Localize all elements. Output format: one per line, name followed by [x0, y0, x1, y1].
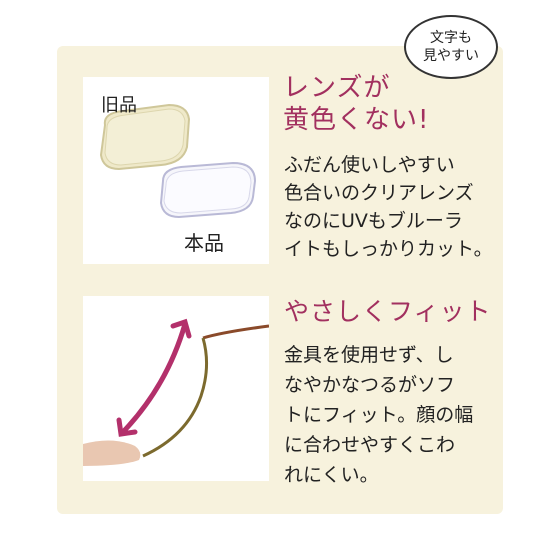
- lens-illustration: [99, 103, 257, 219]
- fit-photo: [83, 296, 269, 481]
- fit-description-line: 金具を使用せず、し: [284, 344, 454, 366]
- flex-arrow-icon: [116, 318, 192, 437]
- speech-bubble: 文字も 見やすい: [404, 15, 498, 79]
- lens-description-line: なのにUVもブルーラ: [284, 210, 463, 232]
- fit-description: 金具を使用せず、し なやかなつるがソフ トにフィット。顔の幅 に合わせやすくこわ…: [284, 340, 473, 490]
- finger: [83, 440, 141, 466]
- lens-heading-line-2: 黄色くない!: [283, 105, 430, 135]
- fit-heading: やさしくフィット: [284, 297, 492, 326]
- lens-description-line: ふだん使いしやすい: [284, 154, 455, 176]
- lens-heading: レンズが 黄色くない!: [283, 72, 429, 136]
- fit-description-line: れにくい。: [284, 464, 379, 486]
- temple-flex-illustration: [83, 318, 269, 466]
- new-product-label: 本品: [184, 231, 224, 255]
- lens-comparison-photo: [83, 77, 269, 264]
- lens-heading-line-1: レンズが: [283, 73, 391, 103]
- old-product-label: 旧品: [101, 95, 137, 116]
- bubble-line-1: 文字も: [430, 30, 472, 46]
- fit-description-line: に合わせやすくこわ: [284, 434, 456, 456]
- temple-arm: [142, 337, 208, 458]
- fit-description-line: トにフィット。顔の幅: [284, 404, 474, 426]
- lens-description-line: イトもしっかりカット。: [284, 238, 493, 260]
- lens-description-line: 色合いのクリアレンズ: [284, 182, 474, 204]
- fit-description-line: なやかなつるがソフ: [284, 374, 456, 396]
- lens-description: ふだん使いしやすい 色合いのクリアレンズ なのにUVもブルーラ イトもしっかりカ…: [284, 151, 493, 263]
- bubble-line-2: 見やすい: [423, 48, 479, 64]
